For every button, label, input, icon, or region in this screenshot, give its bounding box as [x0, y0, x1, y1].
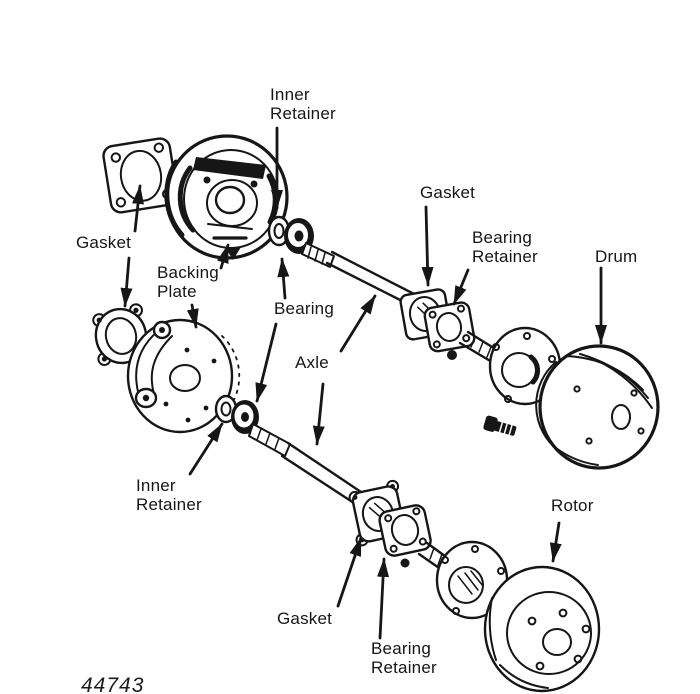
label-line: Gasket: [76, 233, 132, 252]
arrow-bearing-retainer-lower: [377, 557, 390, 640]
label-line: Retainer: [472, 246, 538, 266]
label-line: Plate: [157, 281, 197, 301]
label-line: Bearing: [472, 228, 532, 247]
arrow-backing-plate-down: [186, 303, 199, 329]
arrow-gasket-upper-left-up: [132, 184, 144, 233]
upper-axle-assembly: [102, 134, 660, 470]
label-inner-retainer-top: Inner Retainer: [270, 85, 336, 123]
label-line: Backing: [157, 263, 219, 282]
label-line: Gasket: [277, 609, 333, 628]
lower-axle-assembly: [92, 303, 601, 693]
flange-nut-lower: [400, 558, 410, 568]
label-line: Bearing: [274, 299, 334, 318]
callout-arrows: [120, 126, 607, 640]
label-line: Retainer: [270, 103, 336, 123]
label-line: Inner: [136, 476, 176, 495]
label-backing-plate: Backing Plate: [157, 263, 219, 301]
arrow-bearing-retainer-upper: [452, 268, 470, 306]
label-inner-retainer-lower: Inner Retainer: [136, 476, 202, 514]
label-gasket-upper-right: Gasket: [420, 183, 476, 203]
arrow-bearing-down: [255, 322, 278, 403]
label-line: Inner: [270, 85, 310, 104]
bearing-retainer-lower-part: [378, 504, 432, 557]
arrow-rotor: [549, 521, 562, 563]
label-axle: Axle: [295, 353, 329, 373]
label-gasket-upper-left: Gasket: [76, 233, 132, 253]
label-rotor: Rotor: [551, 496, 594, 516]
figure-number: 44743: [81, 674, 145, 694]
arrow-gasket-upper-right: [421, 205, 434, 287]
arrow-bearing-up: [277, 257, 290, 300]
axle-shaft-upper-part: [301, 242, 422, 309]
label-line: Retainer: [136, 494, 202, 514]
label-drum: Drum: [595, 247, 638, 267]
label-bearing-retainer-upper: Bearing Retainer: [472, 228, 538, 266]
bearing-retainer-upper-part: [423, 301, 476, 353]
backing-plate-part: [126, 318, 241, 434]
arrow-gasket-lower: [336, 536, 363, 608]
hub-flange-lower-part: [435, 540, 509, 620]
label-line: Drum: [595, 247, 638, 266]
label-line: Rotor: [551, 496, 594, 515]
label-bearing: Bearing: [274, 299, 334, 319]
arrow-axle-down: [312, 382, 325, 446]
rotor-part: [483, 565, 601, 693]
brake-assembly-part: [164, 134, 289, 260]
axle-shaft-lower-part: [248, 423, 366, 507]
wheel-stud-part: [483, 415, 517, 436]
label-line: Retainer: [371, 657, 437, 677]
arrow-axle-up: [339, 294, 377, 353]
label-line: Gasket: [420, 183, 476, 202]
label-line: Axle: [295, 353, 329, 372]
label-line: Bearing: [371, 639, 431, 658]
flange-nut-upper: [447, 350, 457, 360]
drum-part: [535, 344, 660, 470]
arrow-gasket-upper-left-down: [120, 256, 133, 308]
label-gasket-lower: Gasket: [277, 609, 333, 629]
label-bearing-retainer-lower: Bearing Retainer: [371, 639, 437, 677]
arrow-backing-plate-up: [217, 243, 230, 270]
arrow-inner-retainer-lower: [188, 422, 224, 476]
